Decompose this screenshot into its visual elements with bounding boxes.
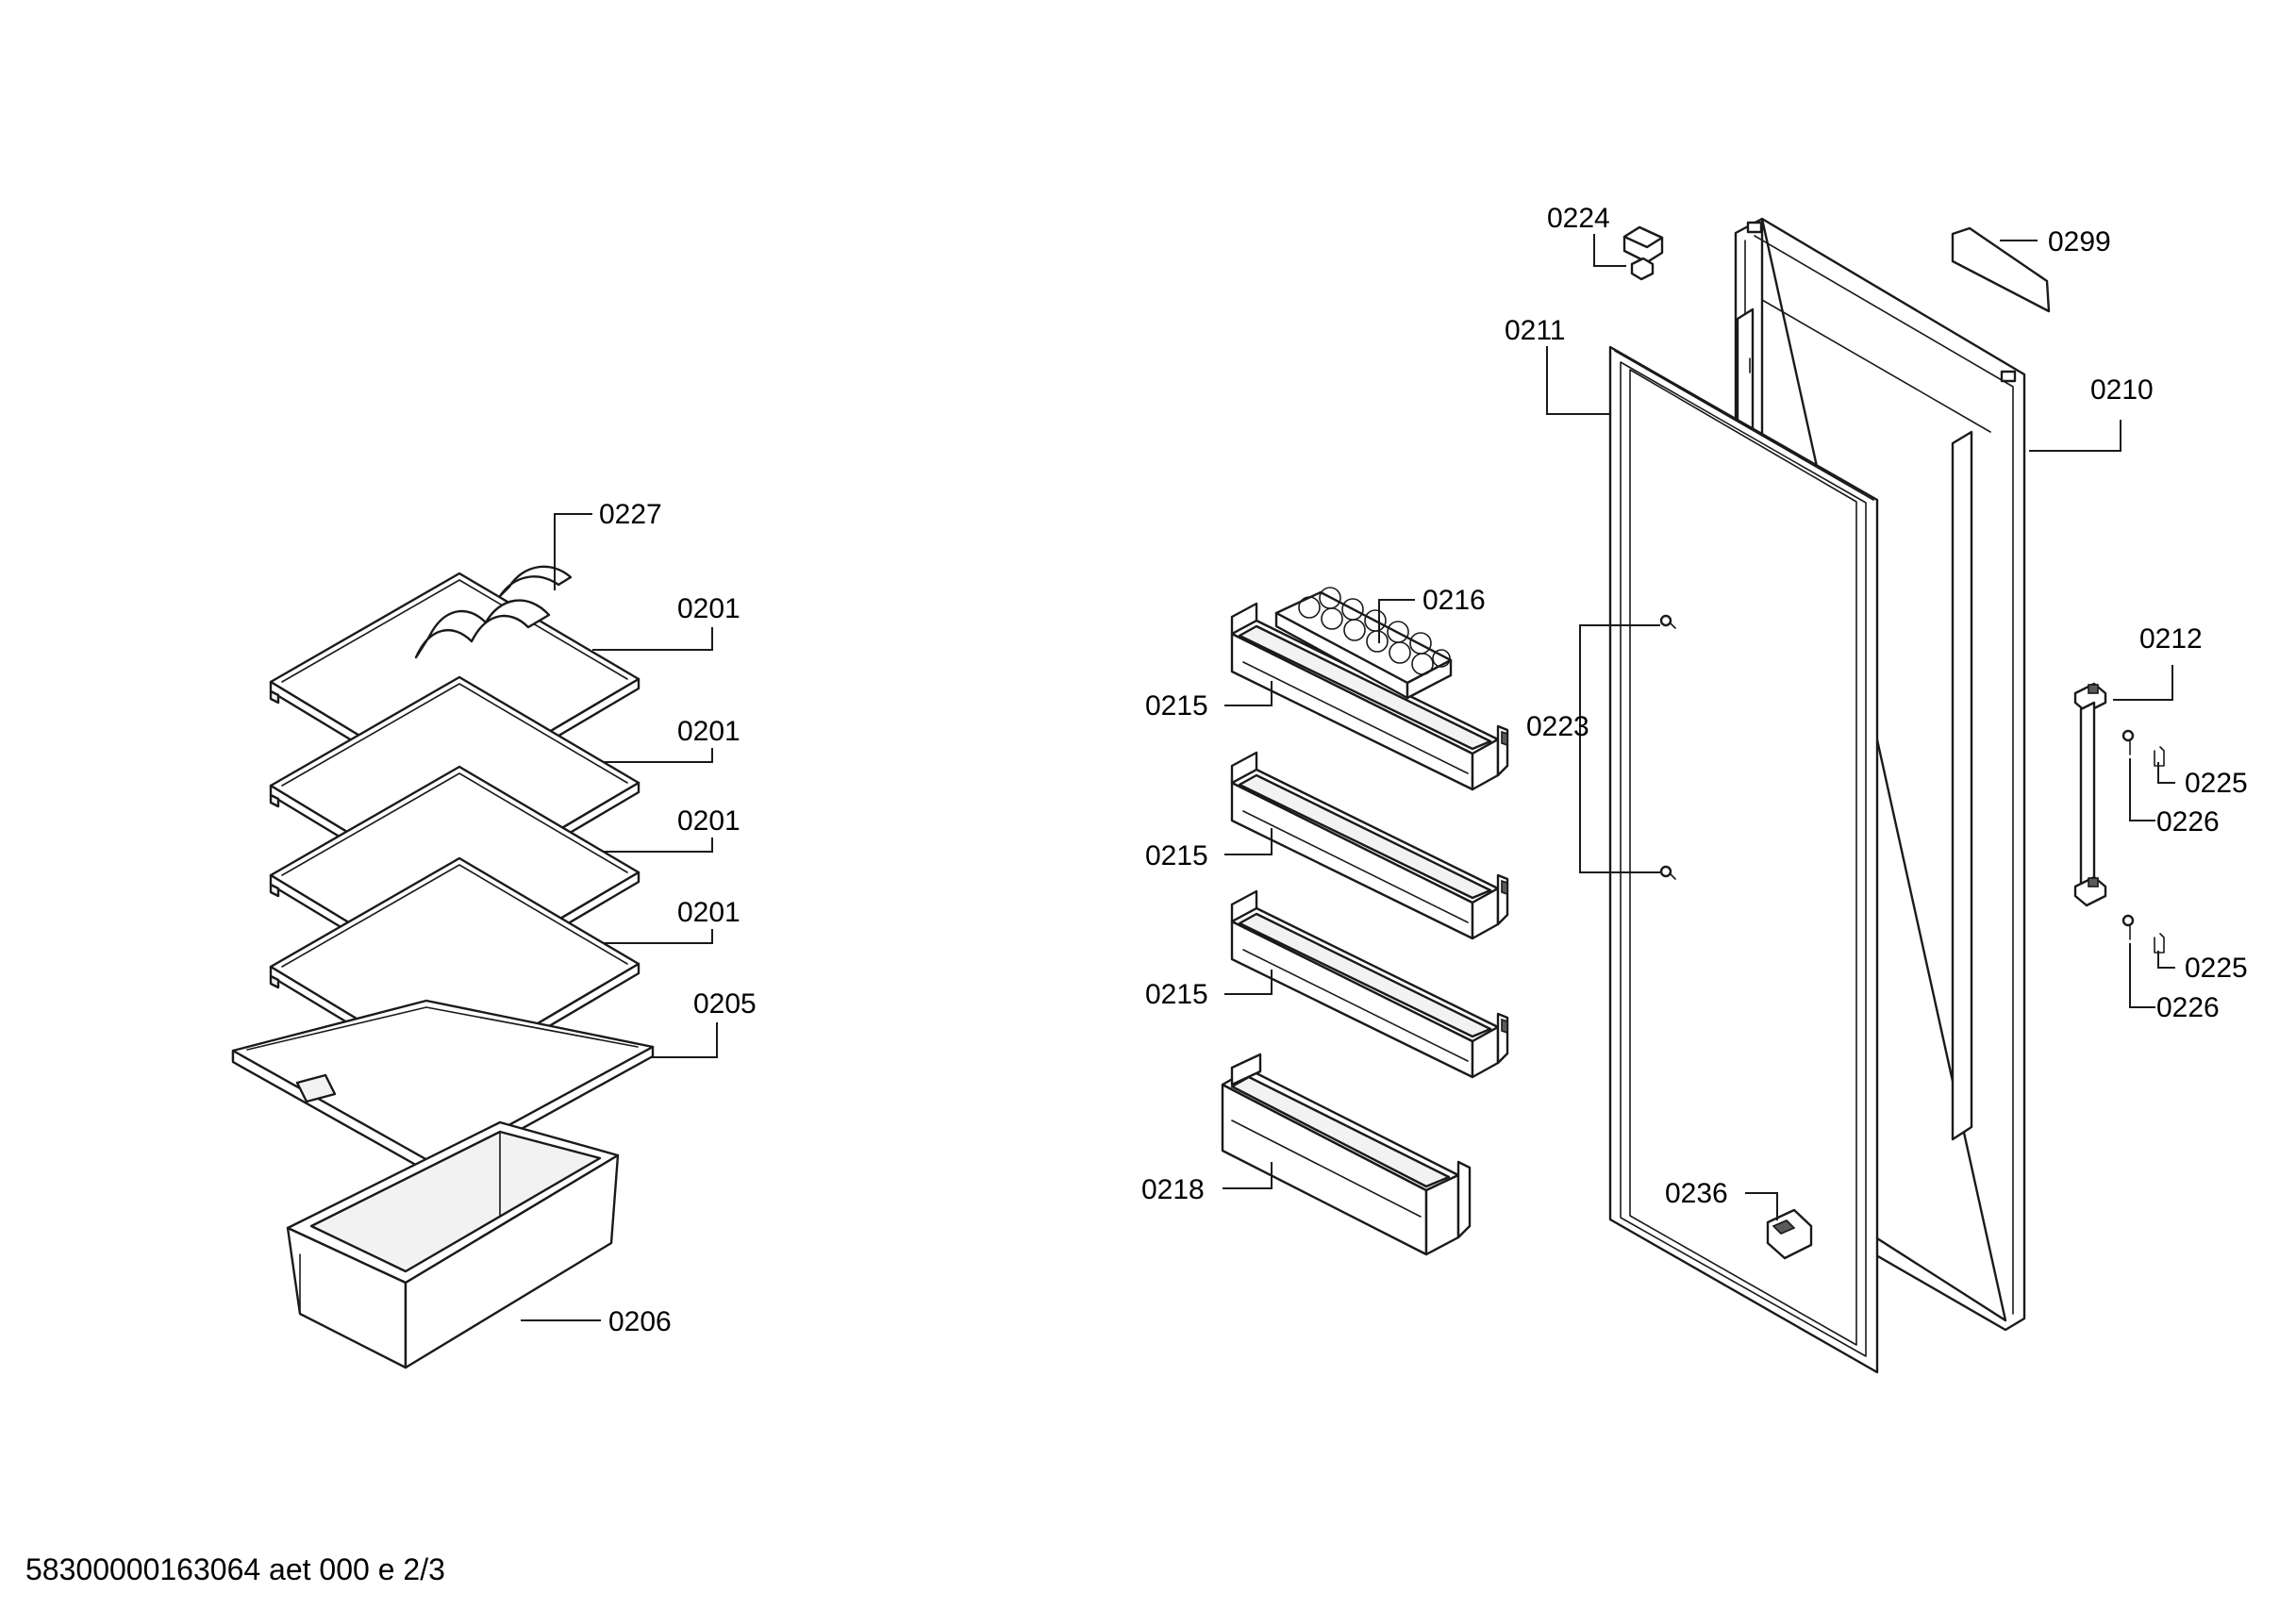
callout-0225-b: 0225: [2185, 953, 2248, 984]
door-shelf-0215-a: [1230, 587, 1509, 791]
callout-0215-b: 0215: [1145, 840, 1208, 871]
callout-0218: 0218: [1141, 1174, 1205, 1205]
door-part-0224: [1622, 225, 1664, 281]
egg-tray-0216-part: [1274, 587, 1453, 700]
door-gasket-0211: [1608, 345, 1879, 1374]
callout-0210: 0210: [2090, 374, 2154, 406]
divider-0227-part: [414, 565, 573, 659]
cap-0225-bottom: [2154, 933, 2165, 954]
callout-0215-c: 0215: [1145, 979, 1208, 1010]
callout-0206: 0206: [608, 1306, 672, 1337]
callout-0216: 0216: [1423, 585, 1486, 616]
door-handle-0212: [2073, 682, 2107, 907]
screw-0226-bottom: [2121, 914, 2135, 940]
screw-0226-top: [2121, 729, 2135, 755]
callout-0225-a: 0225: [2185, 768, 2248, 799]
callout-0224: 0224: [1547, 203, 1610, 234]
callout-0212: 0212: [2139, 623, 2203, 655]
callout-0201-c: 0201: [677, 805, 740, 837]
door-part-0236: [1766, 1208, 1813, 1260]
leader-lines: [521, 234, 2175, 1321]
document-reference-footer: 58300000163064 aet 000 e 2/3: [25, 1552, 445, 1586]
callout-0215-a: 0215: [1145, 690, 1208, 722]
callout-0227: 0227: [599, 499, 662, 530]
callout-0205: 0205: [693, 988, 757, 1020]
cap-0225-top: [2154, 746, 2165, 767]
callout-0236: 0236: [1665, 1178, 1728, 1209]
callout-0223: 0223: [1526, 711, 1589, 742]
screw-0223-bottom: [1659, 865, 1676, 880]
label-plate-0299: [1951, 226, 2051, 313]
callout-0299: 0299: [2048, 226, 2111, 257]
callout-0201-a: 0201: [677, 593, 740, 624]
callout-0201-d: 0201: [677, 897, 740, 928]
callout-0201-b: 0201: [677, 716, 740, 747]
door-hinge-pins: [1746, 221, 2017, 383]
callout-0226-a: 0226: [2156, 806, 2220, 838]
screw-0223-top: [1659, 614, 1676, 629]
crisper-drawer-0206: [286, 1120, 620, 1369]
callout-0211: 0211: [1505, 315, 1566, 346]
callout-0226-b: 0226: [2156, 992, 2220, 1023]
door-shelf-0218-large: [1221, 1053, 1472, 1256]
shelf-with-cover-0201: [269, 565, 641, 802]
